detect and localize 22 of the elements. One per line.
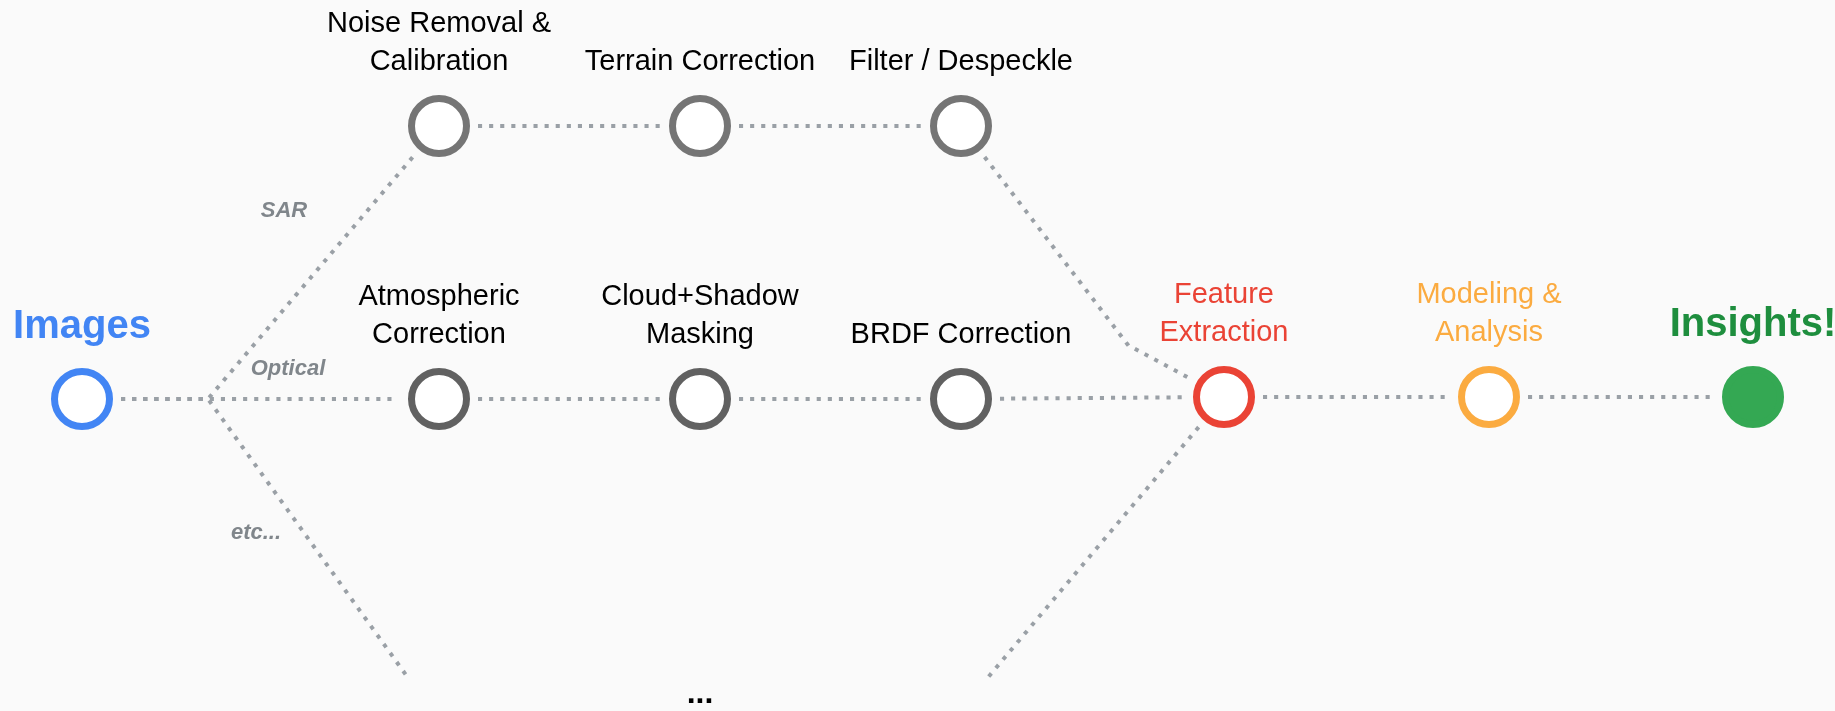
node-label: Noise Removal & Calibration bbox=[326, 5, 552, 78]
dotted-connector bbox=[121, 397, 408, 677]
dotted-connector bbox=[478, 397, 661, 401]
node-label: BRDF Correction bbox=[850, 316, 1072, 351]
dotted-connector bbox=[988, 426, 1200, 677]
ellipsis-text: ... bbox=[686, 676, 714, 708]
node-label: Filter / Despeckle bbox=[849, 43, 1073, 78]
dotted-connector bbox=[739, 397, 922, 401]
edge-label: etc... bbox=[230, 521, 282, 543]
node-label: Terrain Correction bbox=[584, 43, 816, 78]
edge-label: SAR bbox=[260, 199, 308, 221]
edge-label: Optical bbox=[250, 357, 326, 379]
node-label: Feature Extraction bbox=[1158, 276, 1290, 349]
node-label: Insights! bbox=[1669, 302, 1835, 342]
dotted-connector bbox=[478, 124, 661, 128]
dotted-connector bbox=[739, 124, 922, 128]
dotted-connector bbox=[983, 156, 1190, 380]
node-label: Cloud+Shadow Masking bbox=[600, 278, 800, 351]
dotted-connector bbox=[1000, 395, 1185, 401]
node-label: Images bbox=[13, 304, 151, 344]
node-label: Atmospheric Correction bbox=[357, 278, 521, 351]
node-label: Modeling & Analysis bbox=[1415, 276, 1563, 349]
